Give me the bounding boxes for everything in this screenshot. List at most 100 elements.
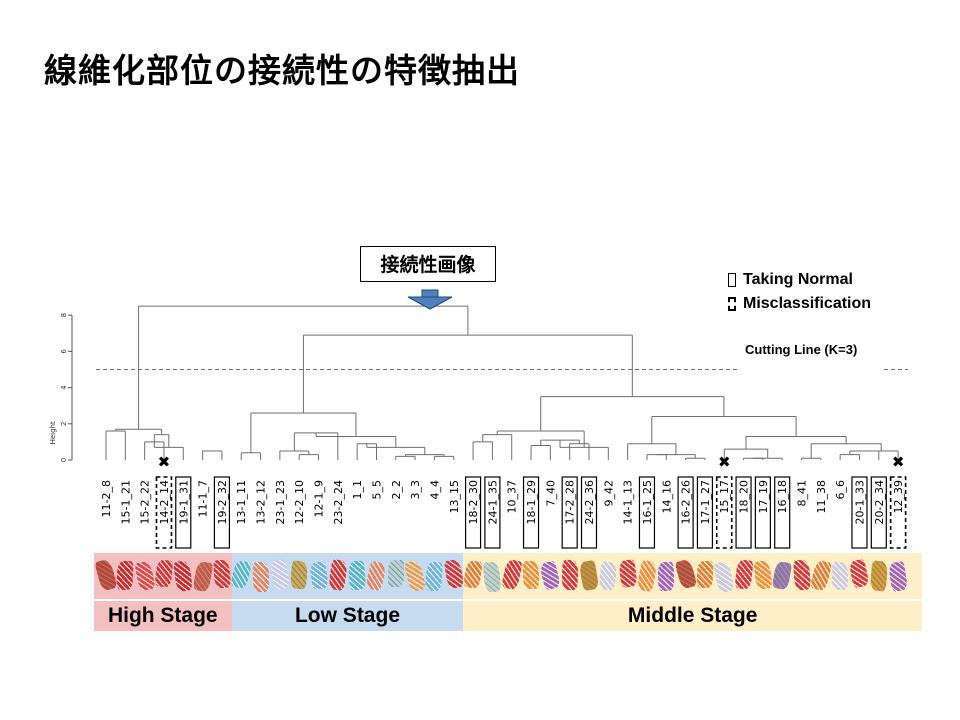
leaf-label: 11-2_8: [100, 480, 113, 517]
taking-normal-box: [774, 476, 791, 549]
leaf-label: 16-2_26: [680, 480, 693, 524]
leaf-label: 16_18: [776, 480, 789, 514]
cutting-line-label: Cutting Line (K=3): [745, 342, 858, 357]
tissue-thumbnail: [252, 561, 269, 593]
legend: Taking Normal Misclassification: [728, 268, 871, 316]
taking-normal-box: [175, 476, 192, 549]
taking-normal-box: [580, 476, 598, 549]
leaf-label: 14-2_14: [158, 480, 171, 524]
misclassification-box: [155, 476, 173, 549]
leaf-label: 15-1_21: [119, 480, 132, 524]
leaf-label: 8_41: [796, 480, 809, 507]
leaf-label: 15-2_22: [139, 480, 152, 524]
stage-label: High Stage: [94, 601, 232, 631]
thumbnail-segment: [231, 553, 464, 599]
tissue-thumbnail: [560, 559, 579, 591]
leaf-label: 17-2_28: [564, 480, 577, 524]
taking-normal-box: [754, 476, 771, 549]
leaf-label: 12-2_10: [293, 480, 306, 524]
tissue-thumbnail-strip: [94, 553, 922, 599]
y-tick-label: 0: [60, 458, 68, 462]
tissue-thumbnail: [869, 560, 889, 592]
y-tick-label: 8: [60, 313, 68, 317]
leaf-label: 11-1_7: [197, 480, 210, 517]
leaf-label: 23-2_24: [332, 480, 345, 524]
leaf-label: 23-1_23: [274, 480, 287, 524]
leaf-label: 7_40: [544, 480, 557, 507]
y-tick-label: 4: [60, 385, 68, 390]
slide-title: 線維化部位の接続性の特徴抽出: [44, 51, 520, 90]
misclassification-x-icon: ✖: [892, 453, 905, 471]
leaf-label: 9_42: [602, 480, 615, 507]
y-axis-label: Height: [49, 421, 57, 444]
dashed-box-icon: [728, 297, 736, 311]
taking-normal-box: [638, 476, 656, 549]
tissue-thumbnail: [213, 559, 231, 589]
leaf-label: 19-2_32: [216, 480, 229, 524]
misclassification-x-icon: ✖: [158, 453, 171, 471]
leaf-label: 12-1_9: [313, 480, 326, 517]
leaf-label: 3_3: [409, 480, 422, 500]
legend-label: Taking Normal: [743, 271, 853, 288]
leaf-label: 18_20: [738, 480, 751, 514]
leaf-label: 19-1_31: [177, 480, 190, 524]
tissue-thumbnail: [116, 560, 134, 591]
leaf-label: 14_16: [660, 480, 673, 514]
leaf-label: 10_37: [506, 480, 519, 514]
misclassification-box: [889, 476, 907, 549]
taking-normal-box: [464, 476, 482, 549]
leaf-label: 24-1_35: [486, 480, 499, 524]
leaf-label: 4_4: [428, 480, 441, 500]
taking-normal-box: [696, 476, 714, 549]
leaf-label: 1_1: [351, 480, 364, 500]
tissue-thumbnail: [696, 560, 714, 589]
tissue-thumbnail: [387, 560, 404, 587]
leaf-label: 2_2: [390, 480, 403, 500]
leaf-label: 24-2_36: [583, 480, 596, 524]
tissue-thumbnail: [522, 560, 540, 590]
leaf-label: 17_19: [757, 480, 770, 514]
leaf-label: 13-2_12: [255, 480, 268, 524]
taking-normal-box: [851, 476, 868, 549]
taking-normal-box: [677, 476, 694, 549]
legend-label: Misclassification: [743, 295, 872, 312]
leaf-label: 12_39: [892, 480, 905, 514]
leaf-label: 18-2_30: [467, 480, 480, 524]
y-tick-label: 2: [60, 422, 68, 426]
leaf-label: 18-1_29: [525, 480, 538, 524]
taking-normal-box: [735, 476, 752, 549]
leaf-label: 11_38: [815, 480, 828, 514]
tissue-thumbnail: [792, 559, 811, 591]
solid-box-icon: [728, 273, 736, 287]
taking-normal-box: [522, 476, 540, 549]
down-arrow-icon: [407, 296, 453, 310]
tissue-thumbnail: [657, 561, 675, 592]
taking-normal-box: [484, 476, 501, 549]
leaf-label: 5_5: [370, 480, 383, 500]
leaf-label: 6_6: [834, 480, 847, 500]
stage-label: Middle Stage: [463, 601, 922, 631]
taking-normal-box: [213, 476, 231, 549]
taking-normal-box: [561, 476, 578, 549]
leaf-label: 20-1_33: [853, 480, 866, 524]
y-tick-label: 6: [60, 349, 68, 354]
stage-label: Low Stage: [231, 601, 464, 631]
misclassification-box: [715, 476, 733, 549]
legend-item-taking-normal: Taking Normal: [728, 268, 871, 292]
misclassification-x-icon: ✖: [718, 453, 731, 471]
tissue-thumbnail: [618, 559, 637, 588]
tissue-thumbnail: [831, 561, 849, 591]
leaf-label: 16-1_25: [641, 480, 654, 524]
tissue-thumbnail: [348, 560, 367, 591]
leaf-label: 17-1_27: [699, 480, 712, 524]
callout-connectivity-image: 接続性画像: [360, 246, 496, 282]
leaf-label: 15_17: [718, 480, 731, 514]
taking-normal-box: [870, 476, 887, 549]
tissue-thumbnail: [289, 560, 309, 590]
leaf-label: 20-2_34: [873, 480, 886, 524]
leaf-label: 13_15: [448, 480, 461, 514]
legend-item-misclassification: Misclassification: [728, 292, 871, 316]
leaf-label: 13-1_11: [235, 480, 248, 524]
